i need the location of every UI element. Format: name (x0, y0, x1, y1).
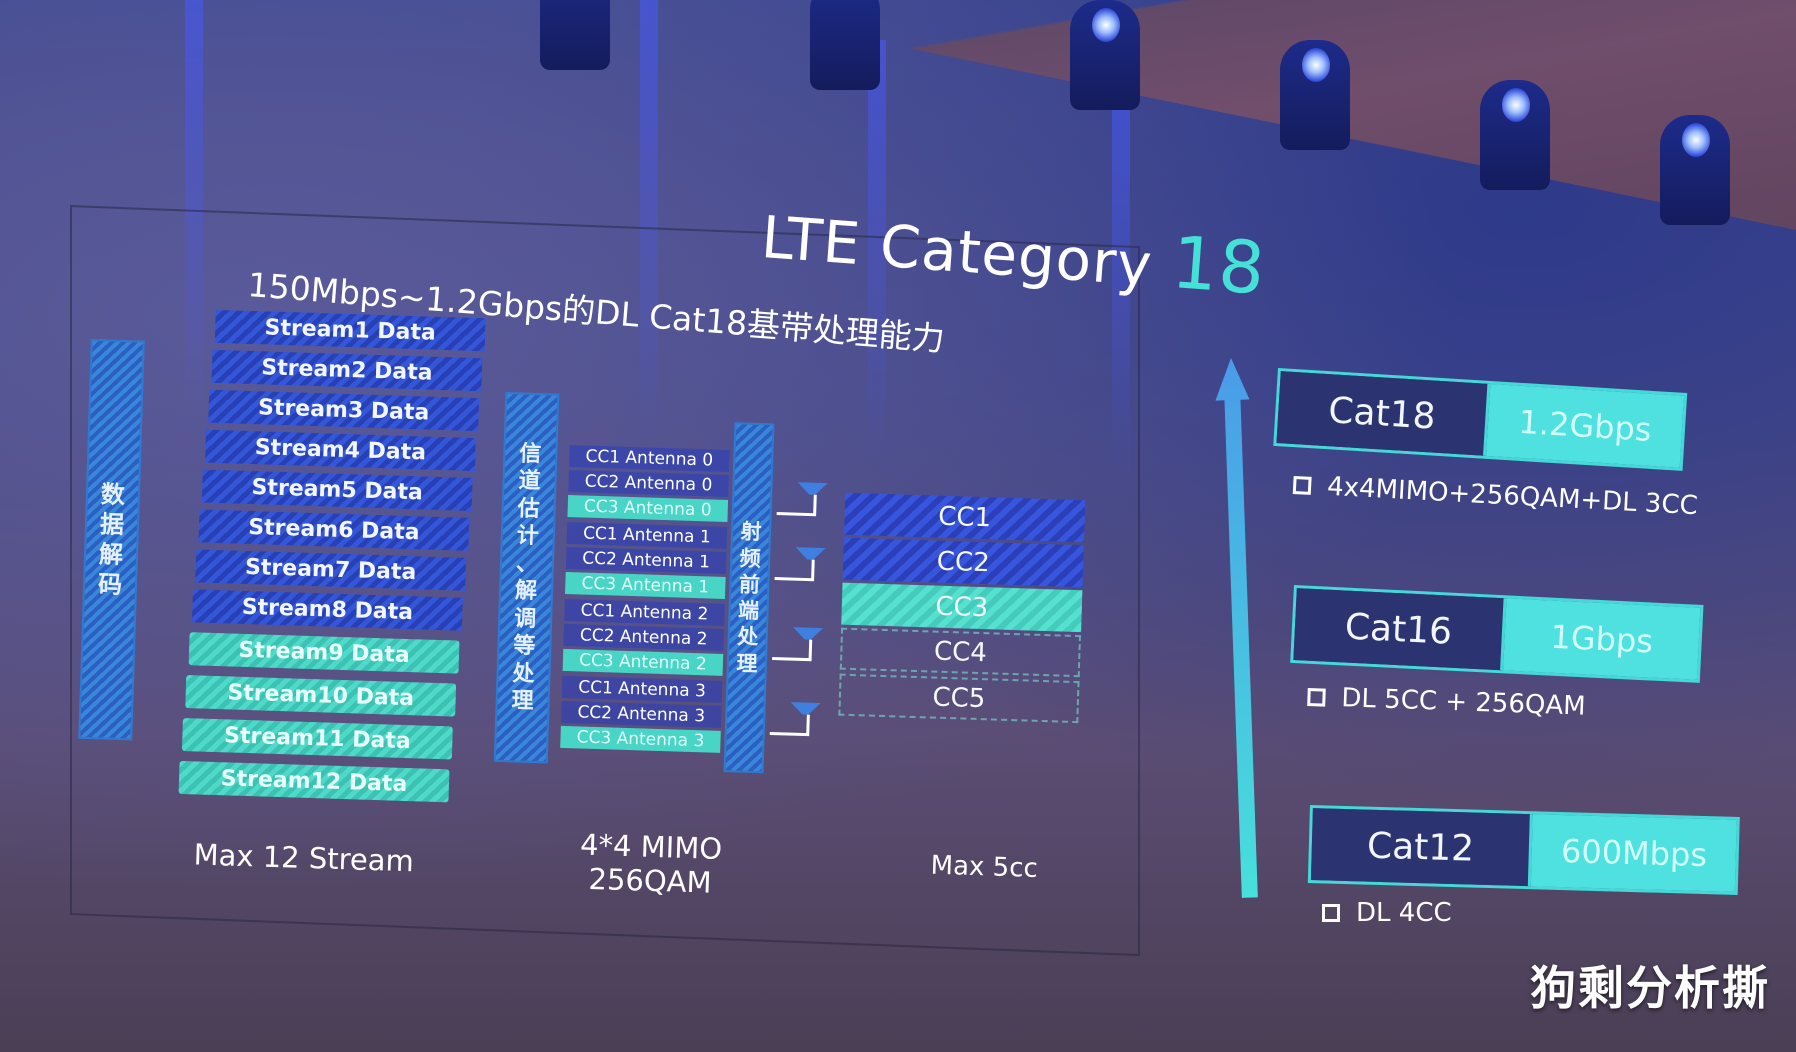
light-beam (1112, 100, 1130, 480)
channel-char: 调 (513, 605, 537, 632)
stage-light-icon (540, 0, 610, 70)
stage-light-icon (1480, 80, 1550, 190)
channel-char: 信 (519, 440, 542, 467)
stage-light-icon (1660, 115, 1730, 225)
mimo-caption-line2: 256QAM (588, 861, 713, 900)
arrow-up-icon (1215, 358, 1258, 898)
carrier-cc5: CC5 (838, 673, 1080, 724)
rf-char: 处 (736, 624, 759, 650)
category-card-cat18: Cat18 1.2Gbps (1273, 368, 1688, 471)
category-card-cat12: Cat12 600Mbps (1307, 805, 1740, 895)
rf-char: 频 (739, 545, 762, 571)
checkbox-icon (1307, 687, 1326, 707)
category-name: Cat12 (1310, 808, 1534, 887)
title-number: 18 (1168, 220, 1269, 311)
channel-char: 、 (515, 550, 539, 577)
category-card-cat16: Cat16 1Gbps (1290, 585, 1704, 683)
carrier-cc2: CC2 (842, 537, 1084, 588)
carrier-cc1: CC1 (844, 492, 1086, 543)
category-feature-cat12: DL 4CC (1322, 898, 1452, 928)
data-decode-char: 解 (98, 540, 124, 570)
carrier-cc4: CC4 (839, 627, 1081, 678)
data-decode-char: 数 (100, 480, 126, 510)
rf-char: 理 (736, 650, 758, 676)
antenna-icon (769, 702, 821, 737)
light-beam (640, 0, 658, 440)
rf-char: 射 (740, 519, 762, 545)
mimo-caption: 4*4 MIMO 256QAM (570, 827, 732, 900)
category-name: Cat18 (1276, 371, 1491, 456)
feature-text: 4x4MIMO+256QAM+DL 3CC (1326, 471, 1699, 522)
checkbox-icon (1322, 904, 1340, 922)
category-name: Cat16 (1293, 588, 1507, 671)
data-decode-char: 码 (97, 570, 123, 600)
stage-light-icon (1070, 0, 1140, 110)
channel-char: 计 (516, 523, 540, 550)
carriers-caption: Max 5cc (930, 850, 1039, 884)
channel-char: 道 (518, 468, 541, 495)
category-feature-cat18: 4x4MIMO+256QAM+DL 3CC (1292, 470, 1698, 521)
feature-text: DL 5CC + 256QAM (1340, 683, 1587, 722)
light-beam (868, 40, 886, 460)
channel-char: 估 (517, 495, 541, 522)
streams-caption: Max 12 Stream (193, 837, 415, 879)
category-feature-cat16: DL 5CC + 256QAM (1307, 682, 1586, 722)
channel-char: 理 (511, 688, 535, 715)
antenna-icon (776, 482, 828, 517)
checkbox-icon (1292, 475, 1312, 495)
mimo-caption-line1: 4*4 MIMO (579, 827, 723, 866)
category-speed: 1Gbps (1503, 598, 1701, 680)
rf-char: 前 (738, 572, 761, 597)
category-speed: 1.2Gbps (1486, 384, 1685, 468)
light-beam (185, 0, 203, 420)
antenna-icon (772, 627, 824, 662)
stage-light-icon (810, 0, 880, 90)
data-decode-char: 据 (99, 510, 125, 540)
carrier-cc3: CC3 (841, 582, 1083, 633)
channel-char: 等 (512, 633, 536, 660)
antenna-icon (774, 547, 826, 582)
rf-char: 端 (737, 598, 760, 624)
channel-char: 解 (514, 578, 538, 605)
stage-light-icon (1280, 40, 1350, 150)
watermark: 狗剩分析撕 (1530, 961, 1770, 1015)
feature-text: DL 4CC (1356, 898, 1452, 928)
category-speed: 600Mbps (1531, 814, 1737, 892)
channel-char: 处 (512, 660, 535, 687)
